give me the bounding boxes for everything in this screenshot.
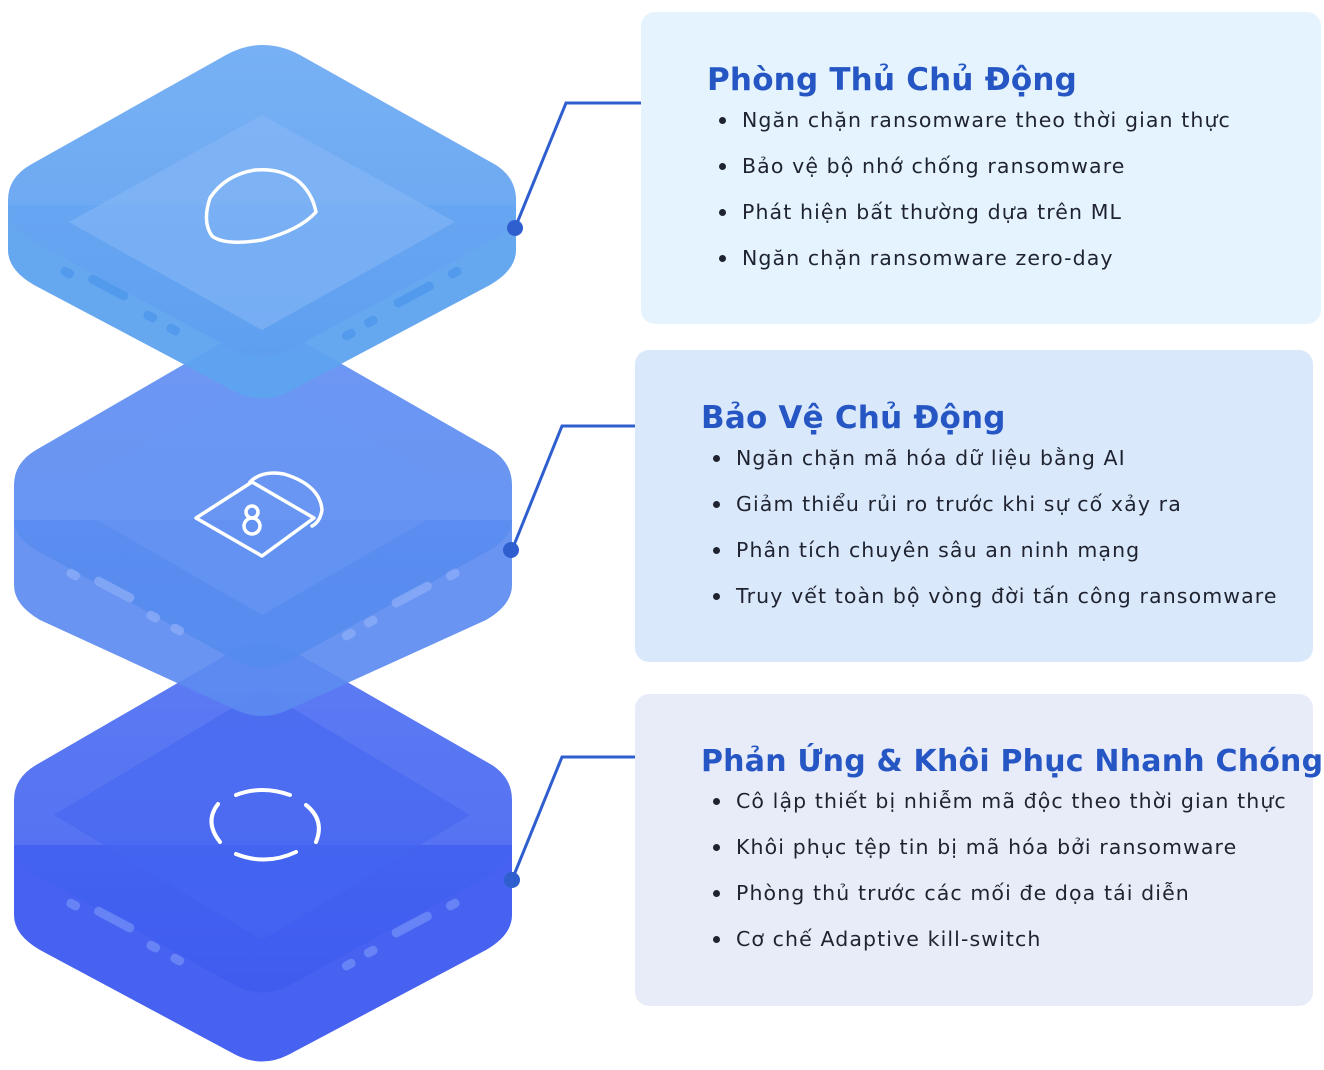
list-item: Giảm thiểu rủi ro trước khi sự cố xảy ra bbox=[695, 482, 1293, 536]
lock-icon bbox=[194, 471, 324, 558]
list-item: Phân tích chuyên sâu an ninh mạng bbox=[695, 528, 1293, 582]
card-proactive-defense: Phòng Thủ Chủ Động Ngăn chặn ransomware … bbox=[641, 12, 1321, 324]
layer-stack bbox=[8, 45, 516, 1062]
feature-list: Cô lập thiết bị nhiễm mã độc theo thời g… bbox=[695, 779, 1293, 971]
list-item: Bảo vệ bộ nhớ chống ransomware bbox=[701, 144, 1301, 198]
feature-list: Ngăn chặn ransomware theo thời gian thực… bbox=[701, 98, 1301, 290]
tile-recovery bbox=[14, 645, 512, 1062]
list-item: Ngăn chặn mã hóa dữ liệu bằng AI bbox=[695, 436, 1293, 490]
list-item: Phát hiện bất thường dựa trên ML bbox=[701, 190, 1301, 244]
list-item: Ngăn chặn ransomware theo thời gian thực bbox=[701, 98, 1301, 152]
list-item: Truy vết toàn bộ vòng đời tấn công ranso… bbox=[695, 574, 1293, 628]
feature-list: Ngăn chặn mã hóa dữ liệu bằng AI Giảm th… bbox=[695, 436, 1293, 628]
list-item: Phòng thủ trước các mối đe dọa tái diễn bbox=[695, 871, 1293, 925]
list-item: Cô lập thiết bị nhiễm mã độc theo thời g… bbox=[695, 779, 1293, 833]
list-item: Khôi phục tệp tin bị mã hóa bởi ransomwa… bbox=[695, 825, 1293, 879]
card-title: Phản Ứng & Khôi Phục Nhanh Chóng bbox=[701, 744, 1324, 779]
tile-defense bbox=[8, 45, 516, 399]
card-title: Bảo Vệ Chủ Động bbox=[701, 400, 1006, 436]
tile-protection bbox=[14, 330, 512, 716]
list-item: Ngăn chặn ransomware zero-day bbox=[701, 236, 1301, 290]
recovery-cycle-icon bbox=[209, 788, 321, 862]
list-item: Cơ chế Adaptive kill-switch bbox=[695, 917, 1293, 971]
card-active-protection: Bảo Vệ Chủ Động Ngăn chặn mã hóa dữ liệu… bbox=[635, 350, 1313, 662]
shield-icon bbox=[204, 167, 318, 244]
card-response-recovery: Phản Ứng & Khôi Phục Nhanh Chóng Cô lập … bbox=[635, 694, 1324, 1006]
card-title: Phòng Thủ Chủ Động bbox=[707, 62, 1078, 98]
